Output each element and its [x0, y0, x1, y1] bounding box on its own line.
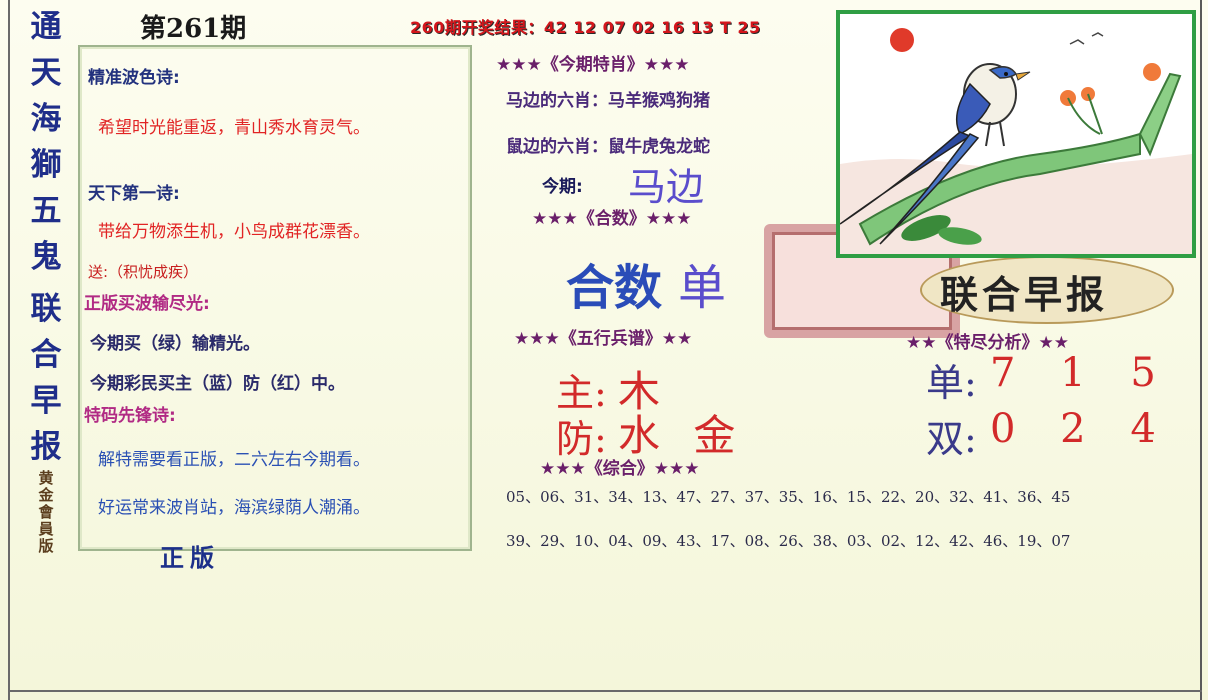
gift-line: 送:（积忧成疾）	[88, 263, 199, 281]
title-char: 天	[30, 55, 62, 91]
issue-number: 第261期	[140, 14, 247, 44]
horse-side-line: 马边的六肖：马羊猴鸡狗猪	[506, 91, 710, 111]
bird-icon	[840, 28, 1192, 254]
guard-value: 水 金	[618, 411, 746, 460]
current-label: 今期:	[542, 177, 583, 197]
title-char: 联	[30, 291, 62, 327]
right-border	[1200, 0, 1202, 700]
sum-label: 合数	[566, 260, 663, 316]
main-value: 木	[618, 367, 661, 416]
title-char: 獅	[30, 147, 62, 183]
odd-label: 单:	[926, 361, 977, 405]
number-row: 05、06、31、34、13、47、27、37、35、16、15、22、20、3…	[506, 488, 1071, 506]
heading-wave-poem: 精准波色诗:	[88, 68, 180, 88]
rat-side-line: 鼠边的六肖：鼠牛虎兔龙蛇	[506, 137, 710, 157]
even-label: 双:	[926, 417, 977, 461]
odd-value: 7 1 5	[990, 350, 1172, 396]
number-row: 39、29、10、04、09、43、17、08、26、38、03、02、12、4…	[506, 532, 1071, 550]
even-value: 0 2 4	[990, 406, 1172, 452]
section-title: ★★★《五行兵谱》★★	[514, 329, 693, 349]
section-title: ★★★《合数》★★★	[532, 209, 692, 229]
title-char: 报	[30, 429, 62, 465]
section-title: ★★★《综合》★★★	[540, 459, 700, 479]
poem-box: 精准波色诗: 希望时光能重返，青山秀水育灵气。 天下第一诗: 带给万物添生机，小…	[78, 45, 472, 551]
bird-illustration	[836, 10, 1196, 258]
poem-line: 希望时光能重返，青山秀水育灵气。	[98, 118, 370, 138]
poem-line: 好运常来波肖站，海滨绿荫人潮涌。	[98, 498, 370, 518]
box-caption: 正版	[160, 544, 220, 572]
section-title: ★★★《今期特肖》★★★	[496, 55, 690, 75]
left-border	[8, 0, 18, 700]
heading-pioneer-poem: 特码先锋诗:	[84, 406, 176, 426]
guard-label: 防:	[556, 417, 607, 461]
title-char: 通	[30, 9, 62, 45]
title-char: 鬼	[30, 239, 62, 275]
poem-line: 解特需要看正版，二六左右今期看。	[98, 450, 370, 470]
current-value: 马边	[628, 165, 705, 209]
last-result: 260期开奖结果：42 12 07 02 16 13 T 25	[410, 18, 761, 37]
heading-wave-lose: 正版买波输尽光:	[84, 294, 210, 314]
bottom-border	[8, 690, 1202, 692]
wave-line: 今期买（绿）输精光。	[90, 334, 260, 354]
title-subtitle: 黄金會員版	[38, 469, 54, 555]
brand-oval	[920, 256, 1174, 324]
title-char: 早	[30, 383, 62, 419]
vertical-title: 通 天 海 獅 五 鬼 联 合 早 报 黄金會員版	[18, 4, 74, 555]
main-label: 主:	[556, 371, 607, 415]
sum-value: 单	[678, 260, 727, 316]
title-char: 海	[30, 101, 62, 137]
wave-line: 今期彩民买主（蓝）防（红）中。	[90, 374, 345, 394]
poem-line: 带给万物添生机，小鸟成群花漂香。	[98, 222, 370, 242]
title-char: 合	[30, 337, 62, 373]
title-char: 五	[30, 193, 62, 229]
section-title: ★★《特尽分析》★★	[906, 333, 1069, 353]
brand-text: 联合早报	[940, 272, 1109, 317]
heading-first-poem: 天下第一诗:	[88, 184, 180, 204]
